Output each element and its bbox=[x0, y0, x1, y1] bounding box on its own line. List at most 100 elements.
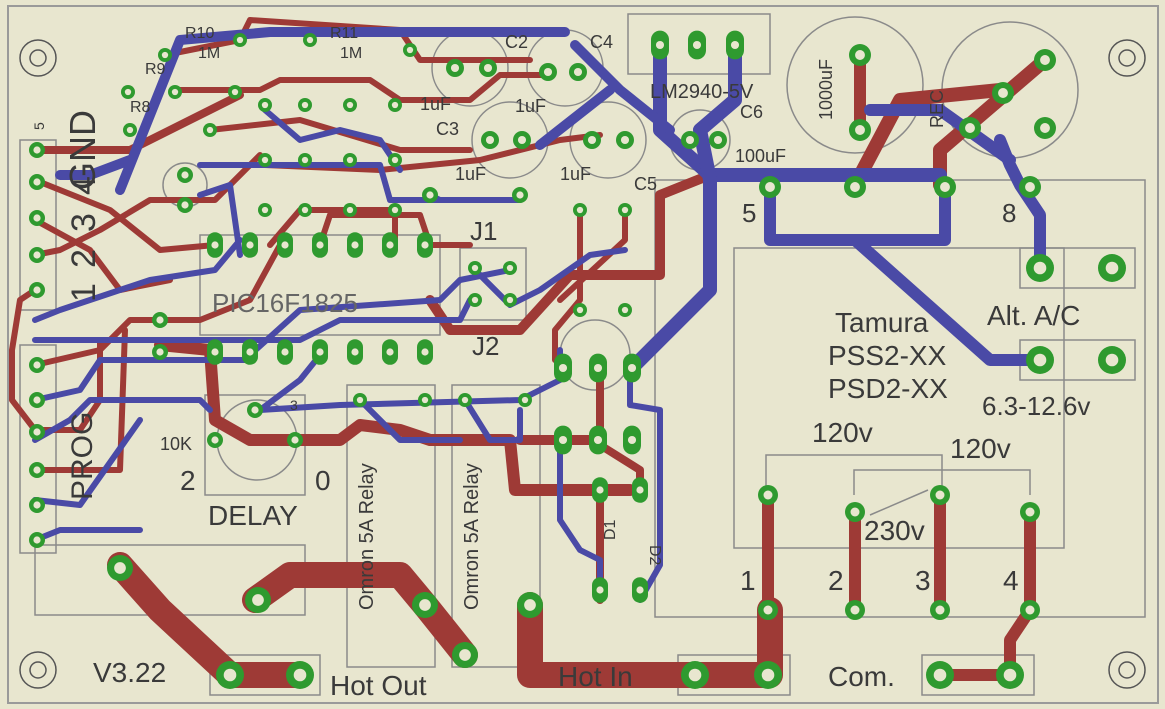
pad bbox=[286, 661, 314, 689]
pad bbox=[343, 203, 357, 217]
pot-pin-label: 3 bbox=[290, 397, 298, 413]
pad bbox=[726, 30, 744, 60]
pad bbox=[758, 485, 778, 505]
pad bbox=[303, 33, 317, 47]
pad bbox=[29, 424, 45, 440]
pad bbox=[382, 339, 398, 365]
pad bbox=[651, 30, 669, 60]
pad bbox=[709, 131, 727, 149]
pad bbox=[589, 425, 607, 455]
primary-pin-label: 1 bbox=[740, 565, 756, 596]
pad bbox=[592, 477, 608, 503]
pot-pin-label: 2 bbox=[180, 465, 196, 496]
pad bbox=[418, 393, 432, 407]
pad bbox=[245, 587, 271, 613]
pad bbox=[1020, 502, 1040, 522]
primary-120v-label: 120v bbox=[950, 433, 1011, 464]
pad bbox=[517, 592, 543, 618]
pad bbox=[298, 98, 312, 112]
delay-label: DELAY bbox=[208, 500, 298, 531]
pad bbox=[29, 392, 45, 408]
pad bbox=[589, 353, 607, 383]
header-j2-label: J2 bbox=[472, 331, 499, 361]
primary-pin-label: 3 bbox=[915, 565, 931, 596]
cap-value-label: 100uF bbox=[735, 146, 786, 166]
pad bbox=[343, 153, 357, 167]
pad bbox=[758, 600, 778, 620]
pad bbox=[959, 117, 981, 139]
cap-label: C6 bbox=[740, 102, 763, 122]
pad bbox=[681, 661, 709, 689]
pad bbox=[513, 131, 531, 149]
pad bbox=[158, 48, 172, 62]
prog-pin-label: 1 bbox=[65, 283, 103, 302]
pad bbox=[759, 176, 781, 198]
mounting-hole-icon bbox=[19, 39, 1146, 689]
pad bbox=[388, 203, 402, 217]
pad bbox=[468, 293, 482, 307]
pad bbox=[592, 577, 608, 603]
pad bbox=[1098, 346, 1126, 374]
pads bbox=[29, 30, 1126, 689]
pad bbox=[468, 261, 482, 275]
pad bbox=[29, 142, 45, 158]
pad bbox=[1026, 346, 1054, 374]
pad bbox=[388, 153, 402, 167]
pad bbox=[123, 123, 137, 137]
transformer-pin-5: 5 bbox=[742, 198, 756, 228]
pad bbox=[417, 232, 433, 258]
resistor-label: R10 bbox=[185, 25, 214, 42]
resistor-value-label: 1M bbox=[198, 45, 220, 62]
primary-pin-label: 2 bbox=[828, 565, 844, 596]
transformer-model-1: PSS2-XX bbox=[828, 340, 947, 371]
pad bbox=[632, 477, 648, 503]
prog-pin-label: 2 bbox=[65, 249, 103, 268]
pad bbox=[258, 203, 272, 217]
pad bbox=[623, 425, 641, 455]
cap-label: C5 bbox=[634, 174, 657, 194]
header-j1-label: J1 bbox=[470, 216, 497, 246]
pad bbox=[458, 393, 472, 407]
relay-2-label: Omron 5A Relay bbox=[461, 463, 483, 610]
pad bbox=[347, 232, 363, 258]
pad bbox=[512, 187, 528, 203]
pad bbox=[121, 85, 135, 99]
pad bbox=[417, 339, 433, 365]
pad bbox=[216, 661, 244, 689]
pad bbox=[168, 85, 182, 99]
pad bbox=[207, 432, 223, 448]
pad bbox=[583, 131, 601, 149]
pad bbox=[930, 485, 950, 505]
resistor-label: R8 bbox=[130, 99, 151, 116]
pad bbox=[503, 261, 517, 275]
pad bbox=[422, 187, 438, 203]
pad bbox=[845, 502, 865, 522]
pad bbox=[152, 312, 168, 328]
regulator-label: LM2940-5V bbox=[650, 81, 754, 103]
pad bbox=[277, 339, 293, 365]
pad bbox=[228, 85, 242, 99]
pad bbox=[29, 247, 45, 263]
pad bbox=[29, 357, 45, 373]
pot-value-label: 10K bbox=[160, 434, 192, 454]
pad bbox=[298, 203, 312, 217]
cap-value-label: 1uF bbox=[515, 96, 546, 116]
prog-label: PROG bbox=[66, 412, 99, 500]
pad bbox=[29, 532, 45, 548]
pad bbox=[554, 353, 572, 383]
alt-ac-label: Alt. A/C bbox=[987, 300, 1080, 331]
pad bbox=[207, 232, 223, 258]
pad bbox=[277, 232, 293, 258]
pad bbox=[312, 339, 328, 365]
pad bbox=[1098, 254, 1126, 282]
pad bbox=[287, 432, 303, 448]
pad bbox=[1034, 49, 1056, 71]
pad bbox=[623, 353, 641, 383]
pad bbox=[177, 167, 193, 183]
gnd-label: GND bbox=[62, 110, 103, 190]
pad bbox=[849, 119, 871, 141]
transformer-name: Tamura bbox=[835, 307, 929, 338]
com-label: Com. bbox=[828, 661, 895, 692]
pad bbox=[681, 131, 699, 149]
